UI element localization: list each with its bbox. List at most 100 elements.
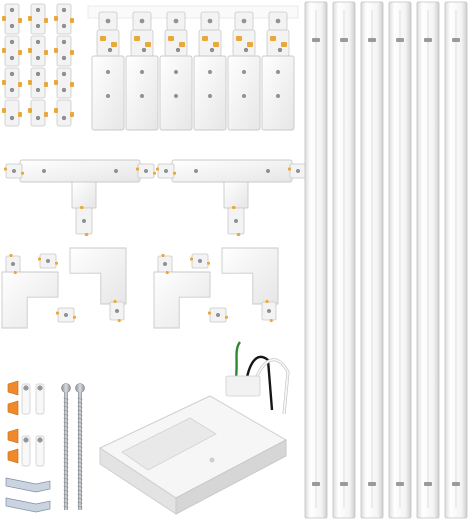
- contact-tab: [213, 42, 219, 47]
- contact-tab: [2, 80, 6, 85]
- contact-tab: [161, 254, 165, 257]
- contact-tab: [84, 233, 89, 236]
- contact-tab: [145, 42, 151, 47]
- contact-tab: [73, 315, 76, 319]
- live-end-connector: [125, 11, 159, 131]
- contact-tab: [168, 36, 174, 41]
- contact-tab: [54, 48, 58, 53]
- contact-tab: [56, 311, 59, 315]
- rail-knockout: [312, 482, 320, 486]
- rail-knockout: [396, 38, 404, 42]
- l-connector: [190, 247, 279, 322]
- mounting-hardware: [5, 380, 85, 513]
- l-connector: [1, 254, 76, 329]
- contact-tab: [111, 42, 117, 47]
- track-rail: [416, 1, 440, 519]
- contact-tab: [117, 319, 121, 322]
- rail-clip: [5, 477, 51, 493]
- live-end-connector: [193, 11, 227, 131]
- live-end-connector: [91, 11, 125, 131]
- t-bar: [19, 159, 141, 183]
- contact-tab: [173, 171, 176, 175]
- contact-tab: [44, 18, 48, 23]
- live-end-connector: [261, 11, 295, 131]
- contact-tab: [153, 171, 156, 175]
- contact-tab: [232, 206, 236, 209]
- feed-housing: [227, 55, 261, 131]
- contact-tab: [13, 271, 17, 274]
- contact-tab: [236, 233, 241, 236]
- contact-tab: [55, 261, 58, 265]
- rail-knockout: [452, 38, 460, 42]
- contact-tab: [54, 16, 58, 21]
- dead-end-caps: [2, 3, 74, 127]
- t-connectors: [4, 159, 308, 236]
- contact-tab: [265, 300, 269, 303]
- contact-tab: [165, 271, 169, 274]
- feed-housing: [261, 55, 295, 131]
- dead-end-cap: [2, 35, 22, 67]
- dead-end-cap: [54, 3, 74, 35]
- dead-end-cap: [28, 35, 48, 67]
- dead-end-cap: [54, 35, 74, 67]
- plastic-anchor: [35, 435, 45, 467]
- track-rail: [444, 1, 468, 519]
- contact-tab: [18, 18, 22, 23]
- dead-end-cap: [2, 99, 22, 127]
- contact-tab: [208, 311, 211, 315]
- contact-tab: [21, 171, 24, 175]
- t-connector: [4, 159, 156, 236]
- rail-knockout: [396, 482, 404, 486]
- wall-anchor: [7, 400, 19, 416]
- contact-tab: [2, 48, 6, 53]
- contact-tab: [28, 16, 32, 21]
- l-body: [153, 271, 211, 329]
- track-rail: [304, 1, 328, 519]
- dead-end-cap: [54, 67, 74, 99]
- contact-tab: [44, 50, 48, 55]
- contact-tab: [44, 112, 48, 117]
- contact-tab: [28, 48, 32, 53]
- rail-knockout: [424, 38, 432, 42]
- canopy-slot: [121, 417, 217, 471]
- t-connector: [156, 159, 308, 236]
- plastic-anchor: [35, 383, 45, 415]
- long-screw: [75, 383, 85, 510]
- contact-tab: [80, 206, 84, 209]
- rail-knockout: [312, 38, 320, 42]
- dead-end-cap: [28, 67, 48, 99]
- contact-tab: [54, 108, 58, 113]
- contact-tab: [2, 16, 6, 21]
- contact-tab: [70, 112, 74, 117]
- feed-housing: [193, 55, 227, 131]
- contact-tab: [70, 50, 74, 55]
- live-end-connectors: [87, 5, 299, 131]
- contact-tab: [44, 82, 48, 87]
- live-end-connector: [227, 11, 261, 131]
- junction-box: [225, 375, 261, 397]
- track-rail: [360, 1, 384, 519]
- contact-tab: [202, 36, 208, 41]
- contact-tab: [179, 42, 185, 47]
- contact-tab: [247, 42, 253, 47]
- canopy-hole: [209, 457, 215, 463]
- wall-anchor: [7, 448, 19, 464]
- t-stem: [71, 181, 97, 209]
- wall-anchor: [7, 380, 19, 396]
- feed-housing: [159, 55, 193, 131]
- long-screw: [61, 383, 71, 510]
- live-end-connector: [159, 11, 193, 131]
- track-rail: [388, 1, 412, 519]
- feed-housing: [91, 55, 125, 131]
- dead-end-cap: [54, 99, 74, 127]
- contact-tab: [28, 80, 32, 85]
- rail-knockout: [452, 482, 460, 486]
- contact-tab: [136, 167, 139, 171]
- dead-end-cap: [2, 67, 22, 99]
- contact-tab: [28, 108, 32, 113]
- connector-strip: [87, 5, 299, 19]
- contact-tab: [54, 80, 58, 85]
- contact-tab: [2, 108, 6, 113]
- track-rail: [332, 1, 356, 519]
